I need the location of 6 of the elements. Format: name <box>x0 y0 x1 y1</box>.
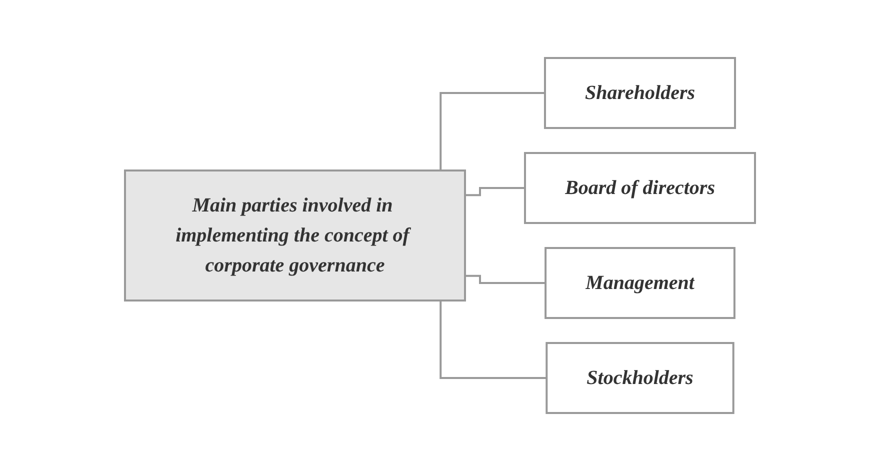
node-box: Board of directors <box>524 152 756 224</box>
node-box: Stockholders <box>545 342 734 414</box>
connector <box>464 187 524 196</box>
node-box: Main parties involved in implementing the concept of corporate governance <box>124 170 466 302</box>
node-box: Shareholders <box>543 57 736 129</box>
connector <box>464 274 546 284</box>
